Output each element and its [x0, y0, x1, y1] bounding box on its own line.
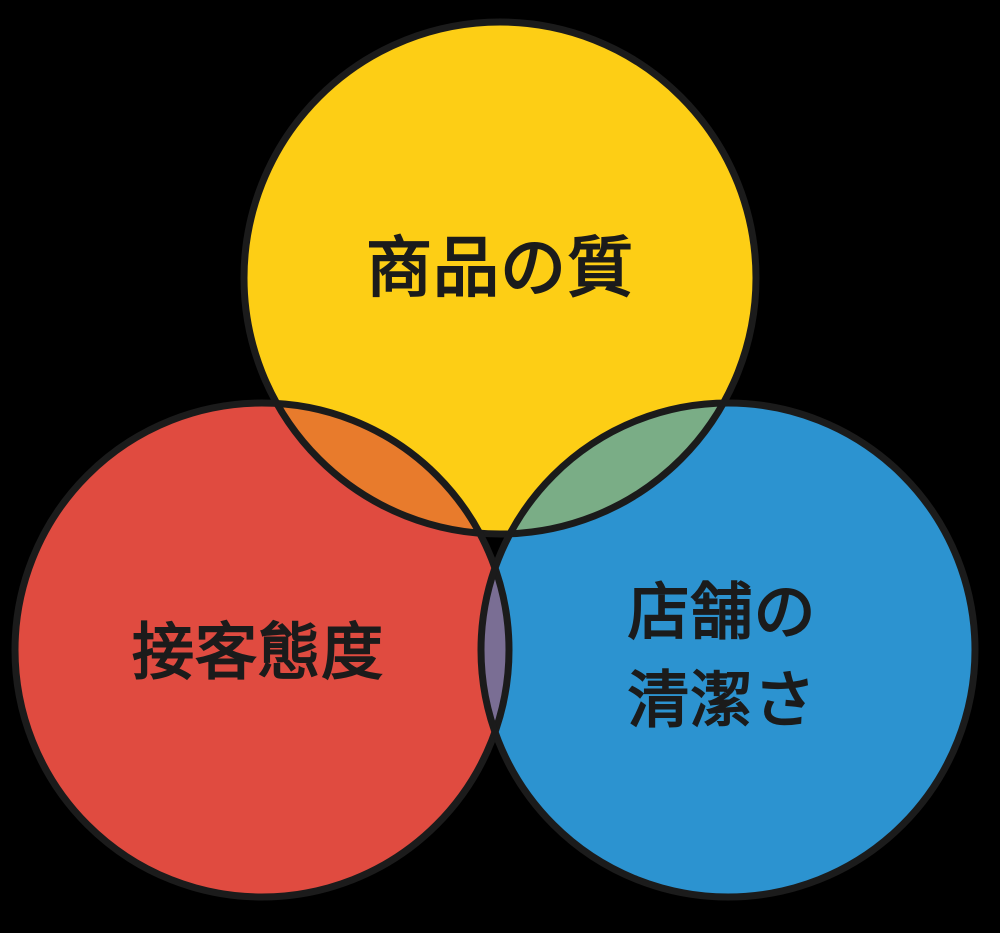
venn-set-fills	[15, 22, 975, 897]
venn-label-customer-service: 接客態度	[132, 616, 384, 689]
venn-label-product-quality: 商品の質	[366, 230, 634, 307]
venn-outline-product-quality	[240, 18, 760, 538]
venn-label-store-cleanliness: 店舗の 清潔さ	[627, 576, 816, 737]
venn-circle-customer-service[interactable]	[15, 403, 509, 897]
venn-outline-store-cleanliness	[477, 399, 979, 901]
venn-label-store-cleanliness-line1: 店舗の	[627, 576, 816, 649]
venn-circle-store-cleanliness[interactable]	[481, 403, 975, 897]
venn-outlines	[11, 18, 979, 901]
venn-label-store-cleanliness-line2: 清潔さ	[627, 664, 816, 737]
venn-outline-customer-service	[11, 399, 513, 901]
venn-circle-product-quality[interactable]	[244, 22, 756, 534]
